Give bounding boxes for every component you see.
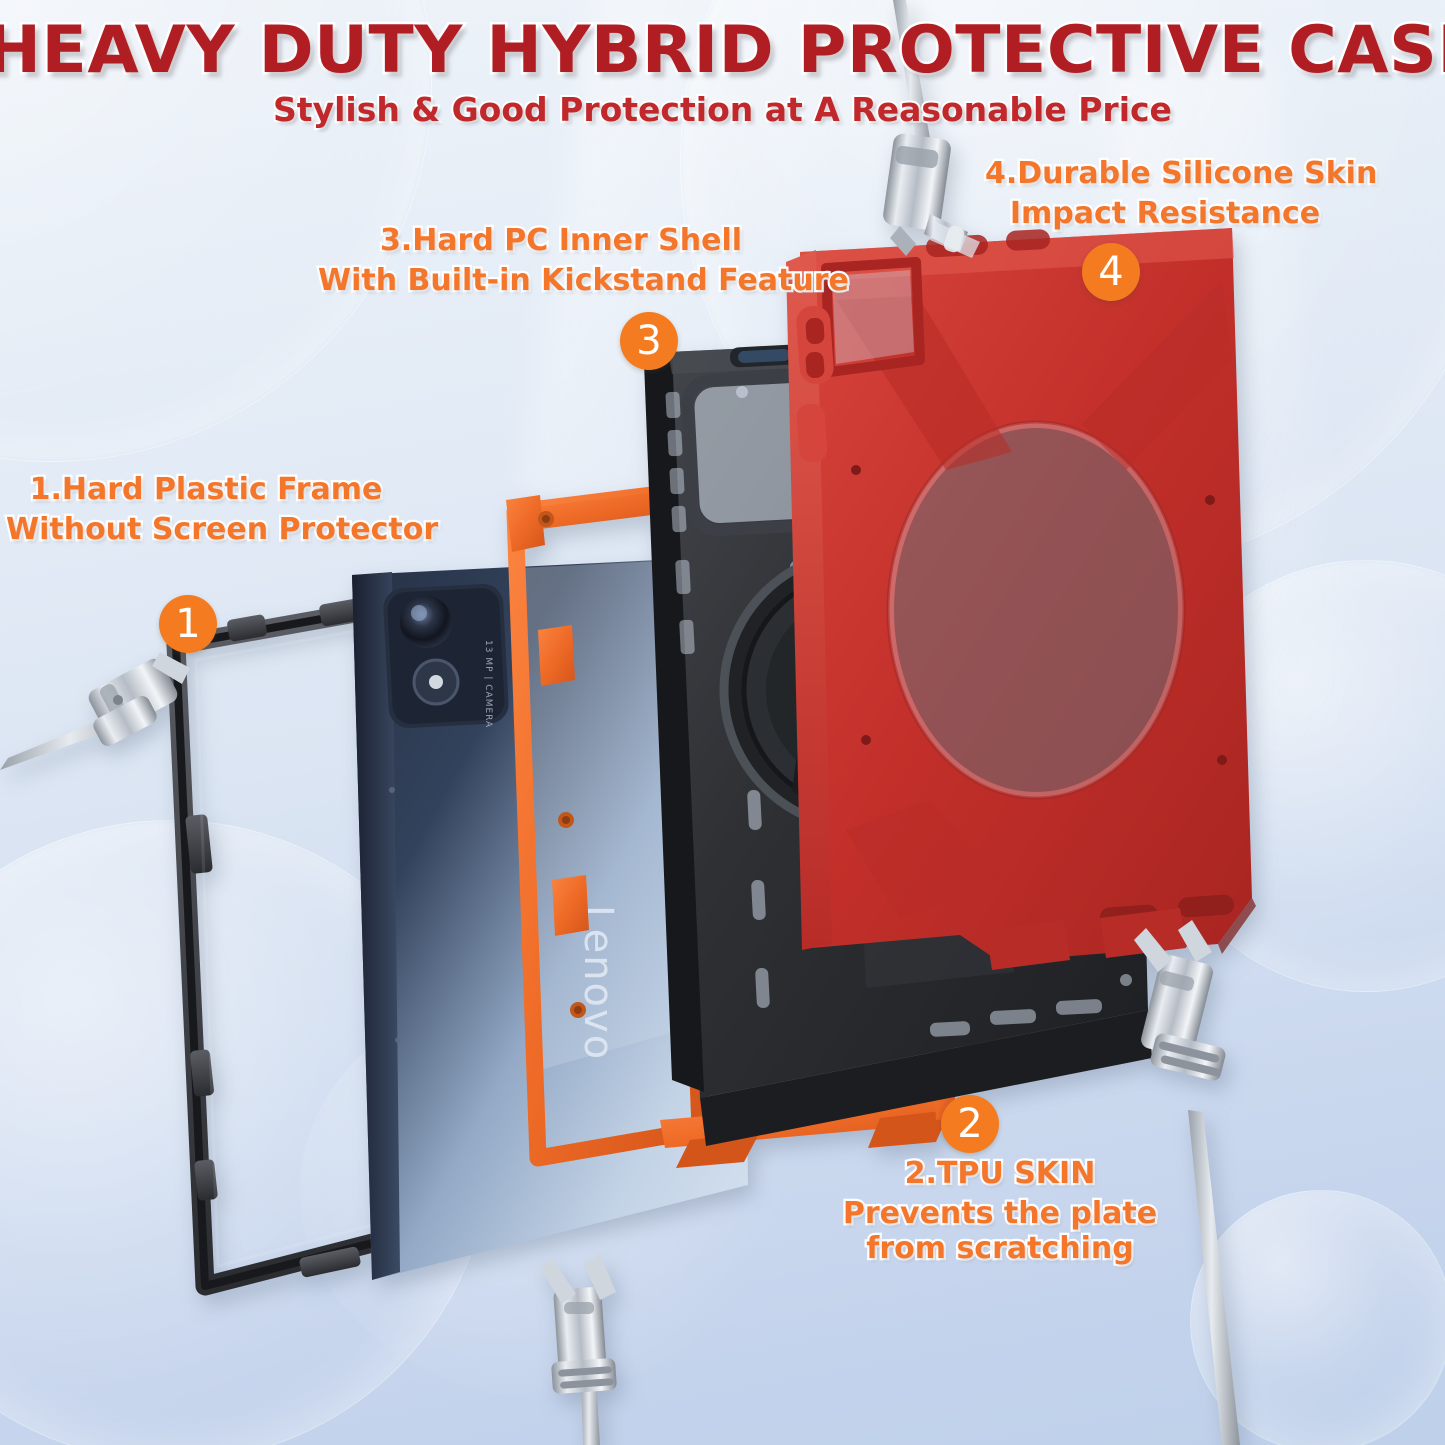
callout-1-badge: 1 — [159, 595, 217, 653]
callout-4-heading: 4.Durable Silicone Skin — [983, 155, 1380, 193]
callout-3-sub: With Built-in Kickstand Feature — [316, 260, 851, 300]
carabiner-left — [88, 652, 190, 746]
durable-silicone-skin — [786, 228, 1256, 970]
carabiner-bottom-center — [540, 1254, 617, 1394]
callout-4-sub: Impact Resistance — [1008, 193, 1323, 233]
callout-2: 2.TPU SKIN Prevents the plate from scrat… — [830, 1155, 1170, 1269]
silicone-cutout — [888, 422, 1184, 798]
callout-1-sub: Without Screen Protector — [4, 509, 441, 549]
callout-3-heading: 3.Hard PC Inner Shell — [378, 222, 745, 260]
callout-2-sub2: from scratching — [864, 1229, 1136, 1269]
page-title: HEAVY DUTY HYBRID PROTECTIVE CASE — [0, 13, 1445, 88]
callout-4-badge: 4 — [1082, 243, 1140, 301]
carabiner-bottom-right — [1134, 920, 1226, 1081]
callout-2-badge: 2 — [941, 1095, 999, 1153]
header: HEAVY DUTY HYBRID PROTECTIVE CASE Stylis… — [0, 13, 1445, 129]
camera-module: 13 MP | CAMERA — [383, 583, 509, 728]
page-subtitle: Stylish & Good Protection at A Reasonabl… — [271, 90, 1174, 129]
callout-2-heading: 2.TPU SKIN — [902, 1155, 1097, 1193]
carabiner-top — [883, 133, 980, 258]
tablet-device: 13 MP | CAMERA Lenovo — [352, 556, 750, 1280]
callout-1: 1.Hard Plastic Frame Without Screen Prot… — [4, 471, 441, 549]
camera-label: 13 MP | CAMERA — [483, 640, 493, 728]
camera-lens — [400, 596, 452, 648]
callout-3: 3.Hard PC Inner Shell With Built-in Kick… — [316, 222, 851, 300]
callout-3-badge: 3 — [620, 312, 678, 370]
callout-1-heading: 1.Hard Plastic Frame — [27, 471, 384, 509]
callout-4: 4.Durable Silicone Skin Impact Resistanc… — [983, 155, 1380, 233]
callout-2-sub: Prevents the plate — [841, 1193, 1160, 1233]
